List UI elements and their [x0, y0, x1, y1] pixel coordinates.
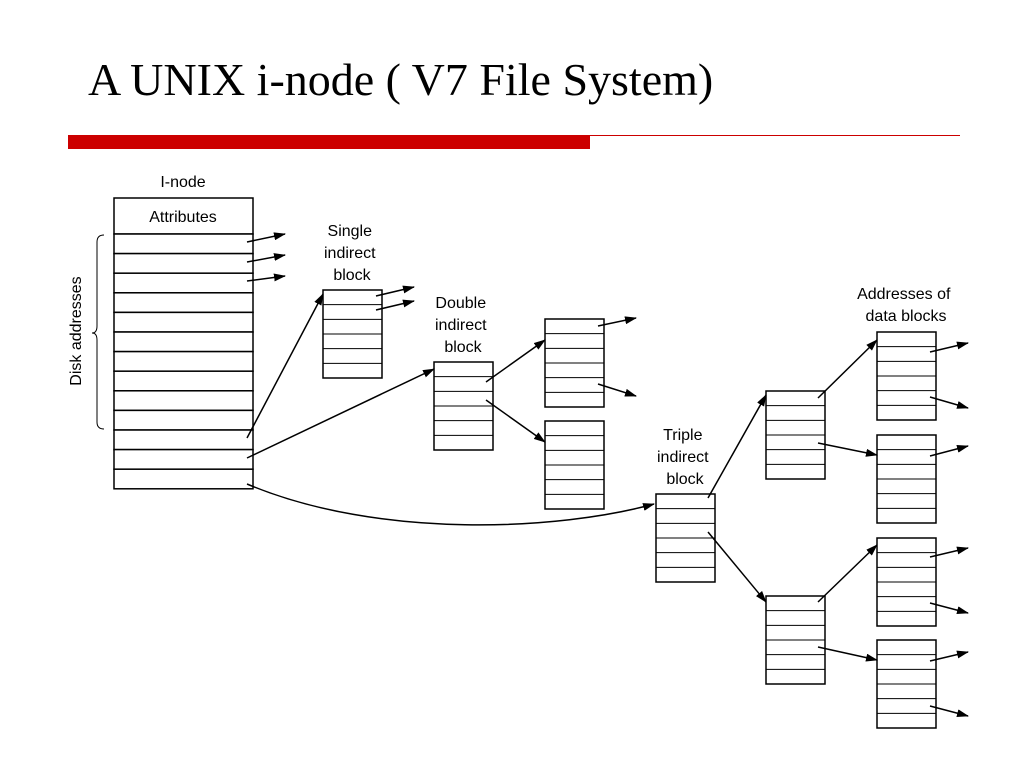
- title-rule-thin: [590, 135, 960, 136]
- disk-addresses-brace: [91, 234, 105, 430]
- inode-address-cell: [113, 272, 254, 294]
- slide-title: A UNIX i-node ( V7 File System): [88, 54, 714, 105]
- inode-address-cell: [113, 350, 254, 372]
- indirect-blocks: [322, 289, 937, 729]
- inode-address-cell: [113, 429, 254, 451]
- double-level-block-2: [544, 420, 605, 510]
- single-indirect-block: [322, 289, 383, 379]
- title-rule: [68, 135, 960, 149]
- block-pointer-arrow: [375, 285, 415, 297]
- block-pointer-arrow: [817, 646, 878, 662]
- double-level-block-1: [544, 318, 605, 408]
- single-indirect-label: Single indirect block: [324, 223, 380, 284]
- data-pointer-arrow: [929, 546, 969, 558]
- double-indirect-label: Double indirect block: [435, 295, 491, 356]
- triple-level1-block-2: [765, 595, 826, 685]
- data-pointer-arrow: [929, 650, 969, 662]
- data-address-block-3: [876, 537, 937, 627]
- triple-indirect-label: Triple indirect block: [657, 427, 713, 488]
- triple-level1-block-1: [765, 390, 826, 480]
- block-pointer-arrow: [485, 339, 546, 383]
- direct-pointer-arrow: [246, 273, 286, 282]
- inode-label: I-node: [160, 174, 205, 191]
- data-pointer-arrow: [929, 705, 969, 718]
- inode-address-cell: [113, 390, 254, 412]
- triple-indirect-arrow: [246, 483, 655, 526]
- block-pointer-arrow: [707, 394, 767, 499]
- inode-attributes-cell: [113, 197, 254, 235]
- single-indirect-arrow: [246, 293, 324, 439]
- block-pointer-arrow: [597, 383, 637, 397]
- block-pointer-arrow: [817, 544, 878, 603]
- block-pointer-arrow: [597, 316, 637, 327]
- data-address-block-1: [876, 331, 937, 421]
- block-pointer-arrow: [707, 531, 767, 603]
- data-pointer-arrow: [929, 341, 969, 353]
- inode-address-cell: [113, 370, 254, 392]
- double-indirect-block: [433, 361, 494, 451]
- data-blocks-label: Addresses of data blocks: [857, 286, 955, 325]
- attributes-label: Attributes: [149, 209, 217, 226]
- inode-address-cell: [113, 448, 254, 470]
- block-pointer-arrow: [817, 339, 878, 399]
- data-address-block-4: [876, 639, 937, 729]
- title-rule-thick: [68, 135, 590, 149]
- data-pointer-arrow: [929, 444, 969, 457]
- direct-pointer-arrow: [246, 253, 286, 263]
- data-address-block-2: [876, 434, 937, 524]
- inode-address-cell: [113, 252, 254, 274]
- data-pointer-arrow: [929, 396, 969, 409]
- data-pointer-arrow: [929, 602, 969, 615]
- inode-address-table: [113, 233, 254, 490]
- inode-address-cell: [113, 468, 254, 490]
- inode-address-cell: [113, 292, 254, 314]
- inode-address-cell: [113, 331, 254, 353]
- double-indirect-arrow: [246, 368, 435, 459]
- block-pointer-arrow: [485, 399, 546, 443]
- inode-address-cell: [113, 233, 254, 255]
- inode-address-cell: [113, 311, 254, 333]
- inode-address-cell: [113, 409, 254, 431]
- triple-indirect-block: [655, 493, 716, 583]
- direct-pointer-arrow: [246, 232, 286, 243]
- block-pointer-arrow: [817, 442, 878, 457]
- pointer-arrows: [246, 232, 969, 718]
- block-pointer-arrow: [375, 299, 415, 311]
- disk-addresses-label: Disk addresses: [68, 276, 85, 385]
